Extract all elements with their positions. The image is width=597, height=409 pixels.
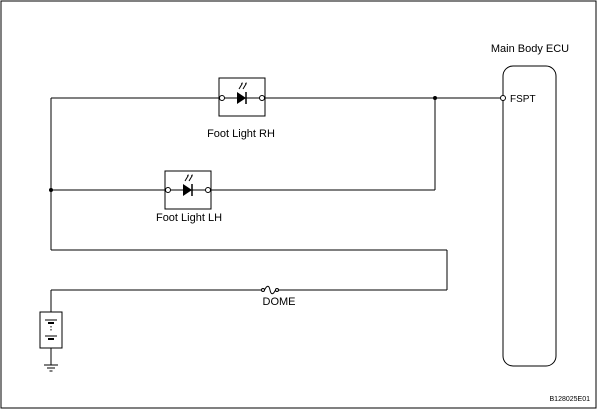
led-icon [237, 92, 246, 104]
foot-light-rh-label: Foot Light RH [207, 128, 275, 140]
led-icon [183, 184, 192, 196]
ground-icon [44, 364, 58, 372]
battery-icon [39, 311, 63, 349]
fspt-terminal [500, 95, 506, 101]
wires [50, 97, 500, 365]
foot-light-rh [218, 77, 266, 117]
foot-light-lh [164, 170, 212, 210]
junction-dot [433, 96, 437, 100]
light-ray-icon [184, 175, 189, 182]
fuse-label: DOME [263, 296, 296, 308]
main-body-ecu [502, 65, 557, 367]
ecu-label: Main Body ECU [491, 43, 569, 55]
ecu-pin-label: FSPT [510, 94, 536, 105]
junction-dot [49, 188, 53, 192]
light-ray-icon [238, 83, 243, 90]
figure-code: B128025E01 [550, 396, 591, 403]
dome-fuse-icon [261, 285, 279, 295]
foot-light-lh-label: Foot Light LH [156, 212, 222, 224]
